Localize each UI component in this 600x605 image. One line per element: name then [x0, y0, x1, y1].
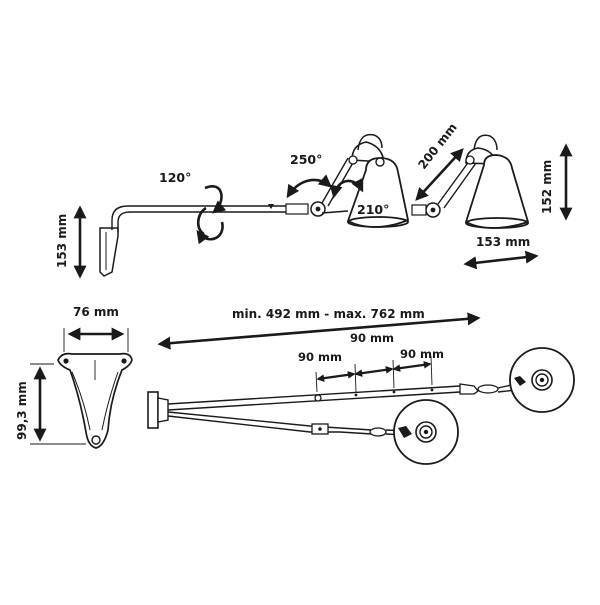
- side-view: 120° 250° 210° 200 mm 152 mm 153 mm 153 …: [55, 120, 573, 279]
- dimension-extension: [157, 312, 481, 350]
- dimension-153mm-width: [463, 250, 539, 270]
- rotation-arrow-210: [329, 177, 364, 199]
- label-extension-range: min. 492 mm - max. 762 mm: [232, 307, 425, 321]
- label-153mm-width: 153 mm: [476, 235, 530, 249]
- wall-mount: [99, 227, 119, 277]
- rotation-arrow-120: [196, 185, 227, 245]
- label-99-3mm: 99,3 mm: [15, 381, 29, 440]
- label-153mm-mount: 153 mm: [55, 214, 69, 268]
- label-90mm-1: 90 mm: [298, 350, 342, 364]
- plan-shade-lower: [393, 399, 459, 465]
- label-rotate-210: 210°: [357, 202, 389, 217]
- upper-arm: [167, 383, 517, 411]
- dimension-200mm: [415, 148, 464, 201]
- label-rotate-250: 250°: [290, 152, 322, 167]
- label-200mm: 200 mm: [415, 120, 459, 171]
- plan-shade-upper: [509, 347, 575, 413]
- label-rotate-120: 120°: [159, 170, 191, 185]
- rotation-arrow-250: [286, 174, 332, 199]
- lamp-shade-1: [346, 133, 410, 228]
- label-152mm: 152 mm: [540, 160, 554, 214]
- lamp-shade-2: [411, 134, 530, 229]
- dimension-90mm-1: [316, 371, 356, 382]
- wall-arm: [111, 205, 296, 230]
- wall-plate: [147, 391, 159, 429]
- bracket-view: 76 mm 99,3 mm: [15, 305, 133, 449]
- joint-1: [310, 201, 326, 217]
- lower-arm: [167, 411, 409, 437]
- label-90mm-2: 90 mm: [350, 331, 394, 345]
- dimension-90mm-3: [392, 361, 432, 372]
- label-90mm-3: 90 mm: [400, 347, 444, 361]
- dimension-90mm-2: [354, 366, 394, 377]
- bracket-shape: [57, 352, 133, 449]
- plan-view: min. 492 mm - max. 762 mm 90 mm 90 mm 90…: [147, 307, 575, 465]
- label-76mm: 76 mm: [73, 305, 119, 319]
